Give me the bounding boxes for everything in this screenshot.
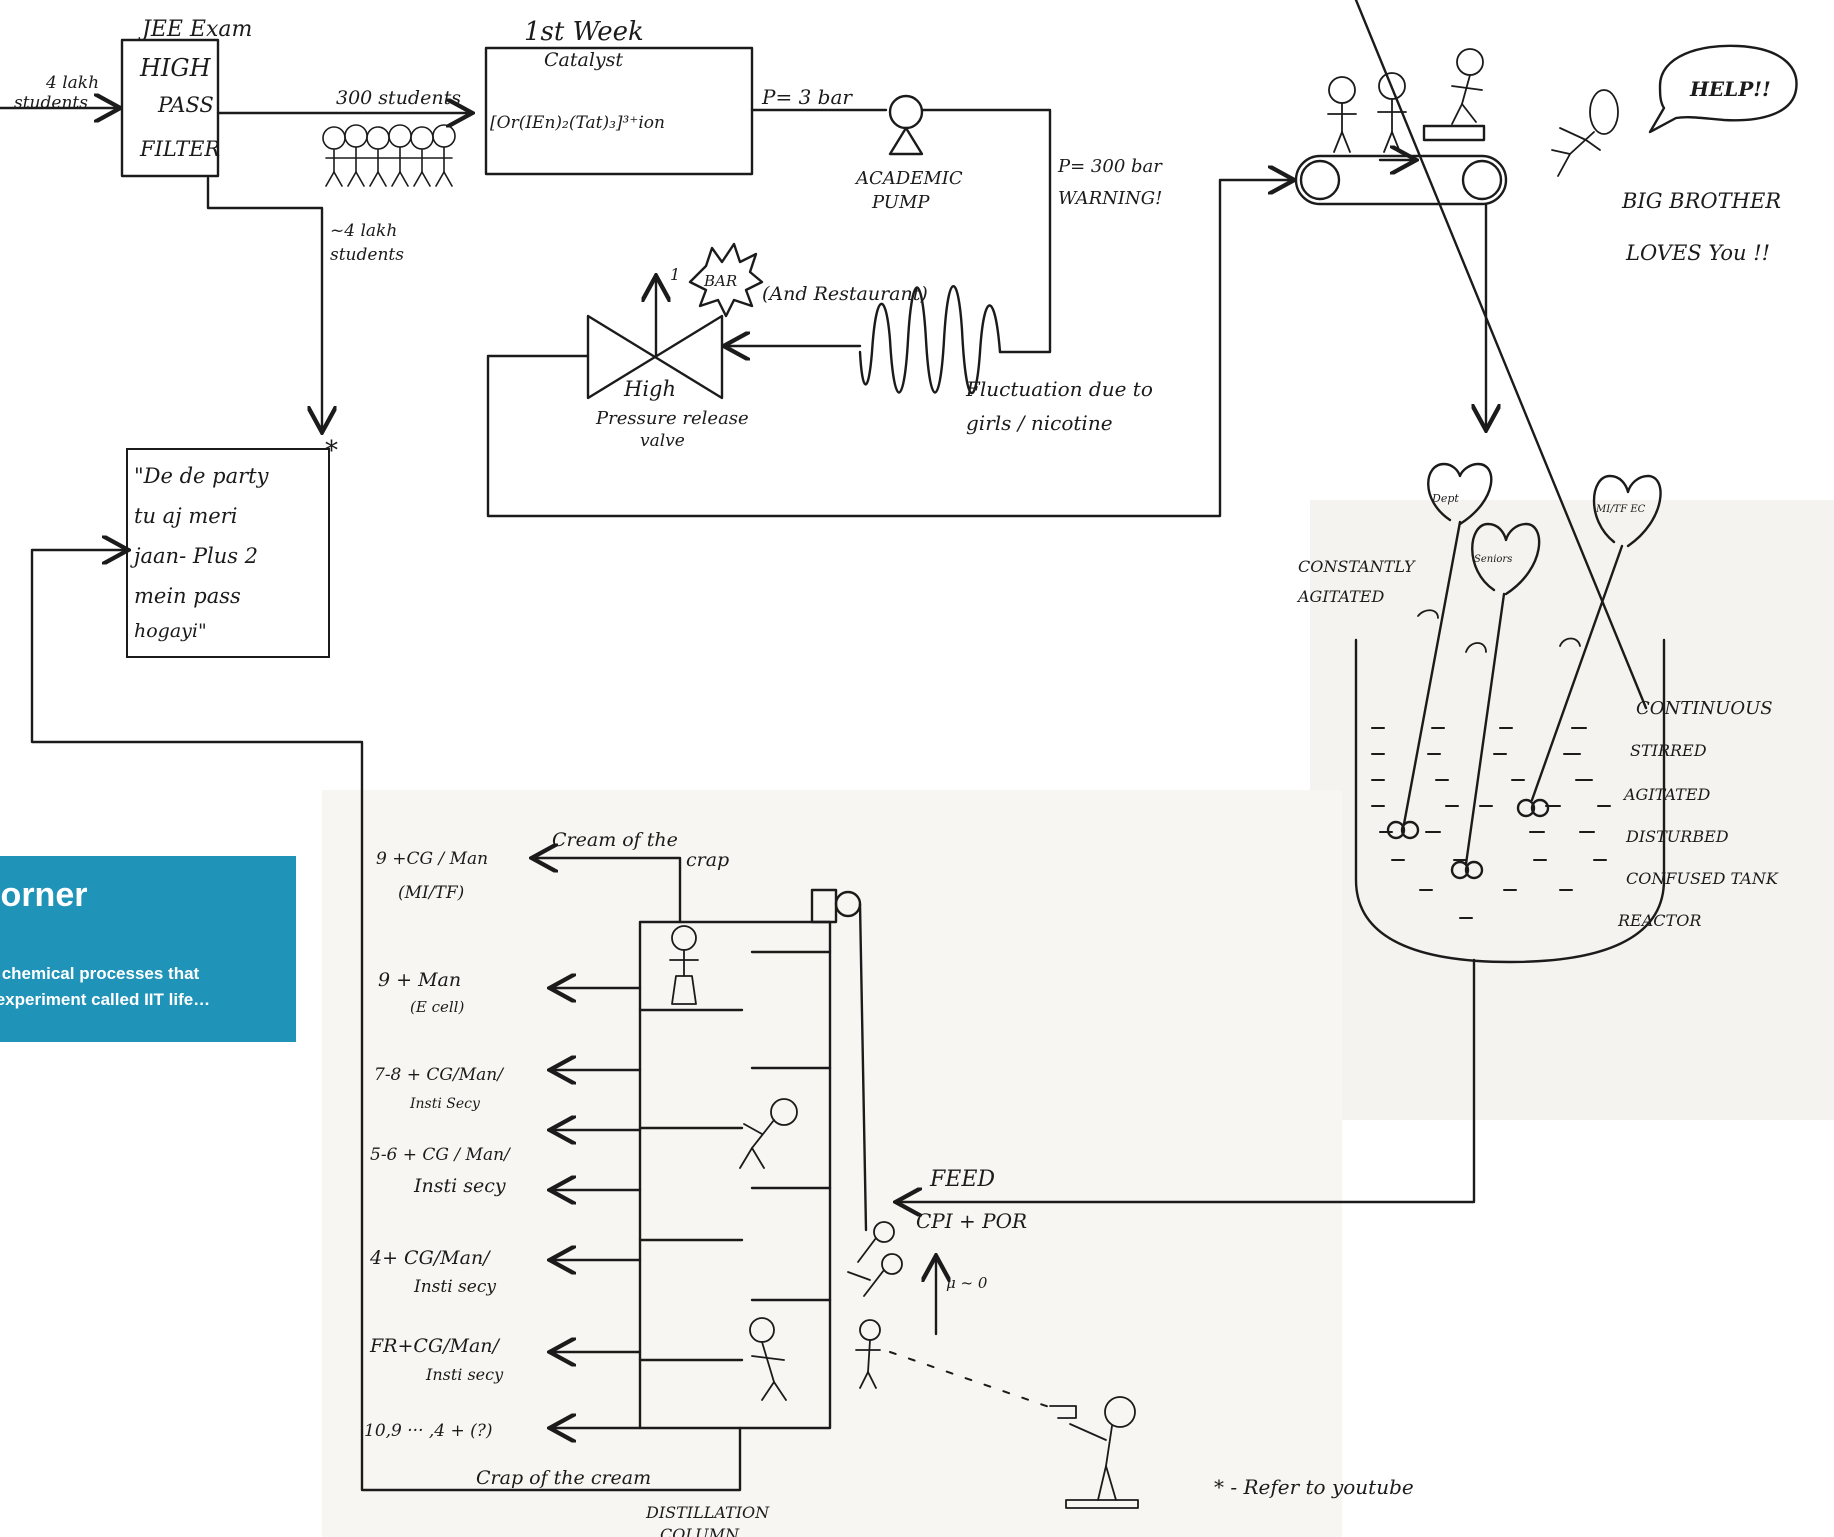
column-output-2-main: 9 + Man xyxy=(378,969,461,991)
academic-pump-icon xyxy=(890,96,922,154)
column-output-1-main: 9 +CG / Man xyxy=(376,849,488,869)
column-pulley xyxy=(812,890,866,1230)
column-output-3-sub: Insti Secy xyxy=(409,1096,481,1112)
jee-reject-label-1: ~4 lakh xyxy=(330,221,397,241)
pump-label-2: PUMP xyxy=(871,192,930,213)
column-output-2-sub: (E cell) xyxy=(410,998,464,1016)
column-bottom-label: Crap of the cream xyxy=(476,1467,651,1489)
column-trays xyxy=(640,952,830,1360)
week-title: 1st Week xyxy=(524,17,644,47)
conveyor-belt xyxy=(1296,126,1506,204)
valve-bar-label: BAR xyxy=(703,272,737,290)
corner-line-1: … chemical processes that xyxy=(0,964,199,984)
valve-bar-suffix: (And Restaurant) xyxy=(762,283,928,305)
column-output-6-main: FR+CG/Man/ xyxy=(369,1335,501,1357)
agitated-label-2: AGITATED xyxy=(1296,587,1384,606)
reactor-line-1: CONTINUOUS xyxy=(1636,698,1773,719)
column-output-3-main: 7-8 + CG/Man/ xyxy=(374,1065,505,1085)
feed-label-2: CPI + POR xyxy=(916,1209,1027,1233)
jee-heading: JEE Exam xyxy=(138,17,252,42)
valve-label-2: Pressure release xyxy=(595,408,749,429)
pump-pressure-in: P= 3 bar xyxy=(761,85,853,109)
balloon-label-mi-tf: MI/TF EC xyxy=(1595,504,1646,515)
column-name-2: COLUMN xyxy=(660,1525,740,1537)
reactor-line-5: CONFUSED TANK xyxy=(1626,869,1779,888)
column-name-1: DISTILLATION xyxy=(645,1503,770,1522)
party-line-5: hogayi" xyxy=(134,620,207,642)
reactor-line-3: AGITATED xyxy=(1622,785,1710,804)
column-output-4-main: 5-6 + CG / Man/ xyxy=(370,1145,512,1165)
column-output-arrows xyxy=(552,988,640,1428)
pump-to-fluctuation-line xyxy=(922,110,1050,352)
party-line-4: mein pass xyxy=(134,584,241,608)
balloon-label-seniors: Seniors xyxy=(1474,554,1512,565)
balloon-label-dept: Dept xyxy=(1431,492,1459,505)
jee-box-line-2: PASS xyxy=(157,93,214,117)
mu-label: μ ~ 0 xyxy=(946,1274,988,1292)
week-subtitle: Catalyst xyxy=(544,49,623,71)
jee-output-label: 300 students xyxy=(336,87,461,109)
jee-input-label-2: students xyxy=(14,93,88,113)
feed-label-1: FEED xyxy=(929,1167,995,1192)
column-stick-figures xyxy=(670,926,1138,1508)
column-output-5-main: 4+ CG/Man/ xyxy=(369,1247,491,1269)
jee-input-label-1: 4 lakh xyxy=(45,73,99,93)
reactor-line-4: DISTURBED xyxy=(1625,827,1729,846)
jee-reject-line xyxy=(208,178,322,430)
column-output-4-sub: Insti secy xyxy=(413,1175,506,1197)
valve-vent-label: 1 xyxy=(670,265,680,284)
gun-shot-dashes xyxy=(890,1352,1052,1408)
corner-title: Corner xyxy=(0,876,87,915)
big-brother-line-1: BIG BROTHER xyxy=(1621,189,1781,213)
student-crowd xyxy=(323,125,455,186)
pump-label-1: ACADEMIC xyxy=(854,168,963,189)
reactor-line-2: STIRRED xyxy=(1630,741,1707,760)
column-output-7-main: 10,9 ··· ,4 + (?) xyxy=(364,1421,493,1441)
big-brother-line-2: LOVES You !! xyxy=(1625,241,1770,265)
column-output-5-sub: Insti secy xyxy=(413,1277,496,1297)
fluctuation-label-1: Fluctuation due to xyxy=(965,377,1153,401)
party-line-3: jaan- Plus 2 xyxy=(134,544,258,568)
jee-box-line-1: HIGH xyxy=(139,54,212,82)
party-line-2: tu aj meri xyxy=(134,504,237,528)
pump-pressure-out: P= 300 bar xyxy=(1057,156,1163,177)
column-top-label-2: crap xyxy=(686,849,729,871)
column-top-label-1: Cream of the xyxy=(552,829,678,851)
reactor-to-column-feed xyxy=(898,960,1474,1202)
footnote-text: * - Refer to youtube xyxy=(1214,1475,1414,1499)
distillation-column xyxy=(640,922,830,1428)
reactor-line-6: REACTOR xyxy=(1617,911,1701,930)
column-output-1-sub: (MI/TF) xyxy=(398,883,464,903)
party-star: * xyxy=(325,436,338,466)
week-formula: [Or(IEn)₂(Tat)₃]³⁺ion xyxy=(490,113,665,133)
party-line-1: "De de party xyxy=(134,464,268,488)
valve-label-3: valve xyxy=(640,431,685,451)
jee-box-line-3: FILTER xyxy=(139,137,220,161)
pump-warning: WARNING! xyxy=(1058,188,1162,209)
heart-balloons xyxy=(1388,464,1661,878)
jee-reject-label-2: students xyxy=(330,245,404,265)
help-text: HELP!! xyxy=(1689,77,1771,101)
column-top-output xyxy=(534,858,680,922)
corner-panel: Corner … chemical processes that … exper… xyxy=(0,856,296,1042)
party-box: * "De de party tu aj meri jaan- Plus 2 m… xyxy=(126,448,330,658)
column-output-6-sub: Insti secy xyxy=(425,1365,504,1384)
agitated-label-1: CONSTANTLY xyxy=(1298,557,1416,576)
valve-label-1: High xyxy=(623,377,676,401)
corner-line-2: … experiment called IIT life… xyxy=(0,990,210,1010)
fluctuation-label-2: girls / nicotine xyxy=(966,411,1113,435)
